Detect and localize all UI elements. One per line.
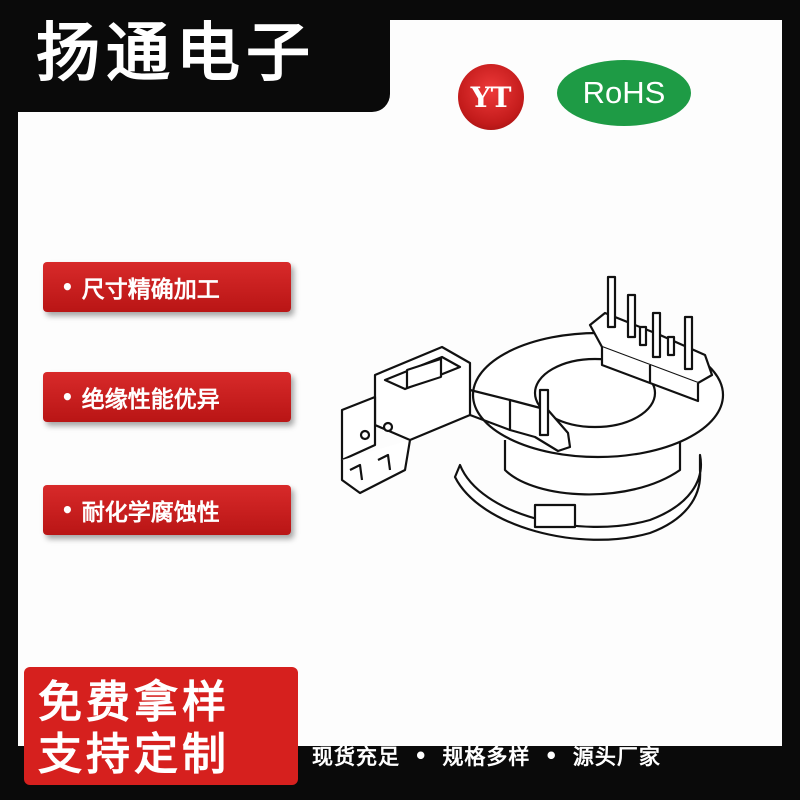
- footer-item-factory: 源头厂家: [572, 745, 661, 769]
- feature-badge-corrosion: • 耐化学腐蚀性: [43, 485, 291, 535]
- footer-item-specs: 规格多样: [442, 745, 531, 769]
- footer-separator: •: [544, 744, 559, 768]
- promo-line-sample: 免费拿样: [38, 677, 230, 728]
- promo-line-custom: 支持定制: [38, 729, 230, 780]
- footer-separator: •: [414, 744, 429, 768]
- rohs-badge-text: RoHS: [582, 75, 666, 110]
- brand-header: 扬通电子: [0, 0, 390, 112]
- feature-label: 尺寸精确加工: [81, 277, 220, 303]
- brand-title: 扬通电子: [36, 17, 316, 91]
- feature-bullet: •: [61, 498, 74, 522]
- feature-label: 绝缘性能优异: [81, 387, 220, 413]
- feature-bullet: •: [61, 275, 74, 299]
- feature-badge-insulation: • 绝缘性能优异: [43, 372, 291, 422]
- feature-badge-precision: • 尺寸精确加工: [43, 262, 291, 312]
- yt-logo-text: YT: [470, 80, 512, 114]
- rohs-badge: RoHS: [557, 60, 691, 126]
- promo-badge: 免费拿样 支持定制: [24, 667, 298, 785]
- feature-bullet: •: [61, 385, 74, 409]
- transformer-bobbin-illustration: [340, 275, 725, 541]
- footer-item-stock: 现货充足: [312, 745, 400, 769]
- feature-label: 耐化学腐蚀性: [81, 500, 220, 526]
- yt-logo: YT: [458, 64, 524, 130]
- footer-strip: 现货充足 • 规格多样 • 源头厂家: [312, 734, 782, 778]
